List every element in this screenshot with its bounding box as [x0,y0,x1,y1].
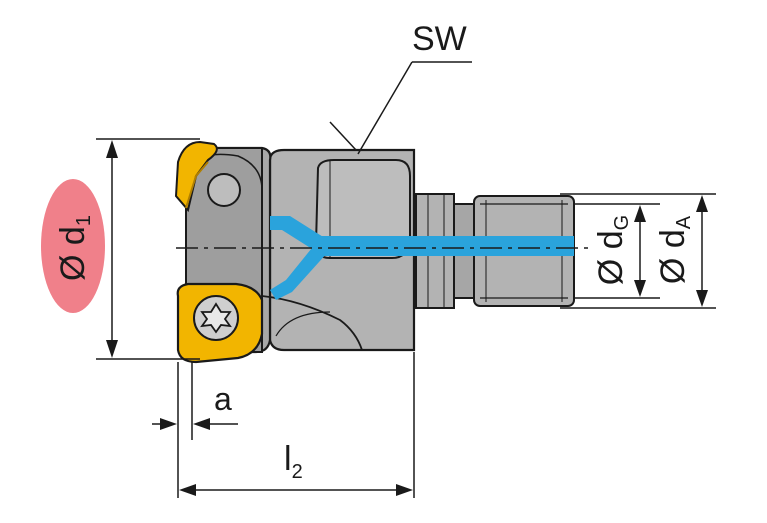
d1-highlight-ellipse [41,179,105,313]
sw-label: SW [412,20,467,58]
da-label: Ø dA [654,215,695,284]
coolant-channels [270,216,574,300]
dg-label: Ø dG [592,215,633,285]
top-insert [174,140,218,213]
cutter-head [174,140,264,364]
torx-icon [200,302,232,334]
dimension-lines [96,61,716,498]
a-label: a [214,381,232,417]
top-screw-hole [207,173,241,207]
d1-label: Ø d1 [54,215,95,281]
arrowheads [106,140,708,496]
l2-label: l2 [284,440,303,483]
